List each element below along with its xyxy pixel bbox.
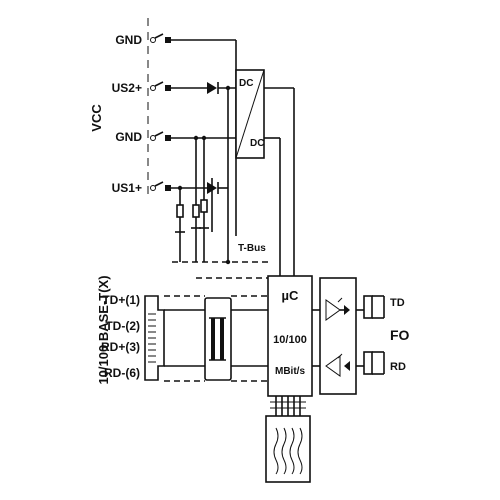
micro-line-3: MBit/s [275,366,305,377]
ethernet-section: 10/100 BASE-T(X) TD+(1) TD-(2) RD+(3) RD… [96,275,268,385]
power-section: GND US2+ VCC GND [89,18,237,262]
diode-us2 [207,82,217,94]
tx-led-icon [344,305,350,315]
converter-out-label: DC [250,138,264,149]
terminal-us1 [150,85,231,262]
terminal-gnd-mid [150,131,236,141]
filter-components [175,138,213,262]
fiber-connector-rd [356,351,385,375]
microcontroller-box [267,275,313,397]
tx-amplifier [325,299,341,321]
pin-label-1: TD+(1) [102,293,140,307]
pin-label-4: RD-(6) [104,366,140,380]
rx-amplifier [325,355,341,377]
label-fo: FO [390,327,410,343]
micro-line-1: µC [282,288,299,303]
label-gnd-top: GND [115,33,142,47]
rx-photodiode-icon [344,361,350,371]
pin-label-2: TD-(2) [105,319,140,333]
fiber-box [319,277,357,395]
rj45-jack [144,295,165,381]
label-us2: US2+ [112,81,142,95]
label-fiber-td: TD [390,297,405,309]
pin-label-3: RD+(3) [101,340,140,354]
dc-dc-converter: DC DC [235,69,295,276]
label-us1: US1+ [112,181,142,195]
terminal-us2 [150,81,236,94]
microcontroller: µC 10/100 MBit/s [265,275,320,483]
micro-line-2: 10/100 [273,334,307,346]
label-vcc: VCC [89,104,104,132]
dip-switch-block [265,415,311,483]
fiber-transceiver: TD FO RD [319,277,410,395]
label-ethernet: 10/100 BASE-T(X) [96,275,111,384]
label-fiber-rd: RD [390,361,406,373]
tbus-label: T-Bus [238,243,266,254]
converter-in-label: DC [239,78,253,89]
isolation-transformer [204,297,232,381]
fiber-connector-td [356,295,385,319]
label-gnd-mid: GND [115,130,142,144]
tbus-section: T-Bus [172,243,268,279]
